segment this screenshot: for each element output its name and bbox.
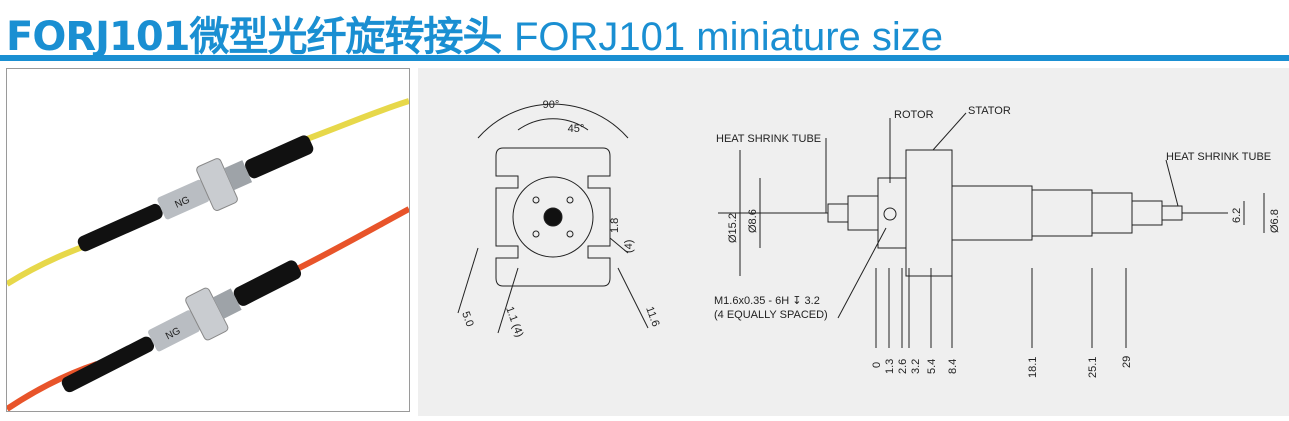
right-connector bbox=[1131, 200, 1163, 226]
leader-heat-shrink-right bbox=[1165, 159, 1179, 207]
rotor-body bbox=[877, 177, 907, 249]
mount-hole-4 bbox=[566, 230, 574, 238]
note-thread: M1.6x0.35 - 6H ↧ 3.2 bbox=[714, 295, 820, 307]
angle-90-label: 90° bbox=[543, 99, 560, 111]
ordinate-label-3-2: 3.2 bbox=[910, 359, 922, 374]
upper-rotor-body bbox=[157, 179, 210, 220]
ordinate-label-2-6: 2.6 bbox=[897, 359, 909, 374]
left-heat-shrink bbox=[827, 203, 849, 223]
ordinate-label-1-3: 1.3 bbox=[884, 359, 896, 374]
flange-inner-circle bbox=[512, 176, 594, 258]
end-view bbox=[457, 103, 649, 334]
dim-line-1-8 bbox=[609, 237, 629, 254]
dim-6-2-label: 6.2 bbox=[1231, 208, 1243, 223]
dim-line-5-0 bbox=[457, 247, 479, 314]
label-rotor: ROTOR bbox=[894, 109, 934, 121]
stator-flange bbox=[905, 149, 953, 277]
side-view bbox=[718, 112, 1265, 348]
center-bore bbox=[543, 207, 563, 227]
dim-line-1-1 bbox=[497, 267, 519, 334]
ordinate-label-8-4: 8.4 bbox=[947, 359, 959, 374]
title-chinese: FORJ101微型光纤旋转接头 bbox=[6, 14, 503, 60]
upper-joint: NG bbox=[77, 135, 314, 252]
dim-dia-15-2-label: Ø15.2 bbox=[727, 213, 739, 243]
ordinate-label-5-4: 5.4 bbox=[926, 359, 938, 374]
lower-right-boot bbox=[233, 260, 302, 306]
note-spacing: (4 EQUALLY SPACED) bbox=[714, 309, 828, 321]
dim-1-1-label: 1.1 (4) bbox=[503, 305, 525, 339]
dimension-drawing: 90° 45° 1.8 (4) 5.0 1.1 (4) 11.6 HEAT SH… bbox=[457, 99, 1281, 378]
orange-cable-right bbox=[295, 206, 409, 272]
dim-1-8-label: 1.8 bbox=[609, 218, 621, 233]
product-photo: NG NG bbox=[6, 68, 410, 412]
mount-hole-3 bbox=[532, 230, 540, 238]
lower-joint: NG bbox=[61, 260, 302, 393]
leader-thread-note bbox=[837, 227, 887, 319]
angle-arc-90 bbox=[477, 103, 629, 139]
page-title: FORJ101微型光纤旋转接头 FORJ101 miniature size bbox=[6, 4, 943, 60]
dim-dia-8-6-label: Ø8.6 bbox=[747, 209, 759, 233]
yellow-cable-right bbox=[305, 98, 409, 142]
label-heat-shrink-left: HEAT SHRINK TUBE bbox=[716, 133, 821, 145]
mount-hole-1 bbox=[532, 196, 540, 204]
upper-stator bbox=[224, 160, 253, 191]
right-heat-shrink bbox=[1161, 205, 1183, 221]
stator-body bbox=[951, 185, 1033, 241]
dim-4-label: (4) bbox=[623, 240, 635, 253]
technical-drawing: 90° 45° 1.8 (4) 5.0 1.1 (4) 11.6 HEAT SH… bbox=[418, 68, 1289, 416]
title-english: FORJ101 miniature size bbox=[513, 15, 944, 59]
fiber-rotary-joint-illustration: NG NG bbox=[7, 98, 409, 411]
stator-tail bbox=[1031, 189, 1093, 237]
upper-left-boot bbox=[77, 203, 163, 252]
flange-outline bbox=[495, 147, 611, 287]
ordinate-label-18-1: 18.1 bbox=[1027, 357, 1039, 378]
left-ferrule bbox=[847, 195, 879, 231]
ordinate-label-25-1: 25.1 bbox=[1087, 357, 1099, 378]
dim-5-0-label: 5.0 bbox=[459, 310, 476, 328]
title-underline bbox=[0, 55, 1289, 61]
lower-stator bbox=[212, 288, 242, 319]
leader-stator bbox=[932, 112, 967, 151]
ordinate-label-0: 0 bbox=[871, 362, 883, 368]
lower-left-boot bbox=[61, 336, 155, 393]
dim-line-11-6 bbox=[617, 267, 649, 329]
mount-hole-2 bbox=[566, 196, 574, 204]
angle-45-label: 45° bbox=[568, 123, 585, 135]
right-ferrule bbox=[1091, 192, 1133, 234]
label-heat-shrink-right: HEAT SHRINK TUBE bbox=[1166, 151, 1271, 163]
rotor-screw-hole bbox=[883, 207, 897, 221]
angle-arc-45 bbox=[517, 118, 589, 131]
upper-right-boot bbox=[245, 135, 314, 179]
ordinate-label-29: 29 bbox=[1121, 356, 1133, 368]
lower-rotor-body bbox=[148, 310, 200, 352]
dim-dia-6-8-label: Ø6.8 bbox=[1269, 209, 1281, 233]
label-stator: STATOR bbox=[968, 105, 1011, 117]
